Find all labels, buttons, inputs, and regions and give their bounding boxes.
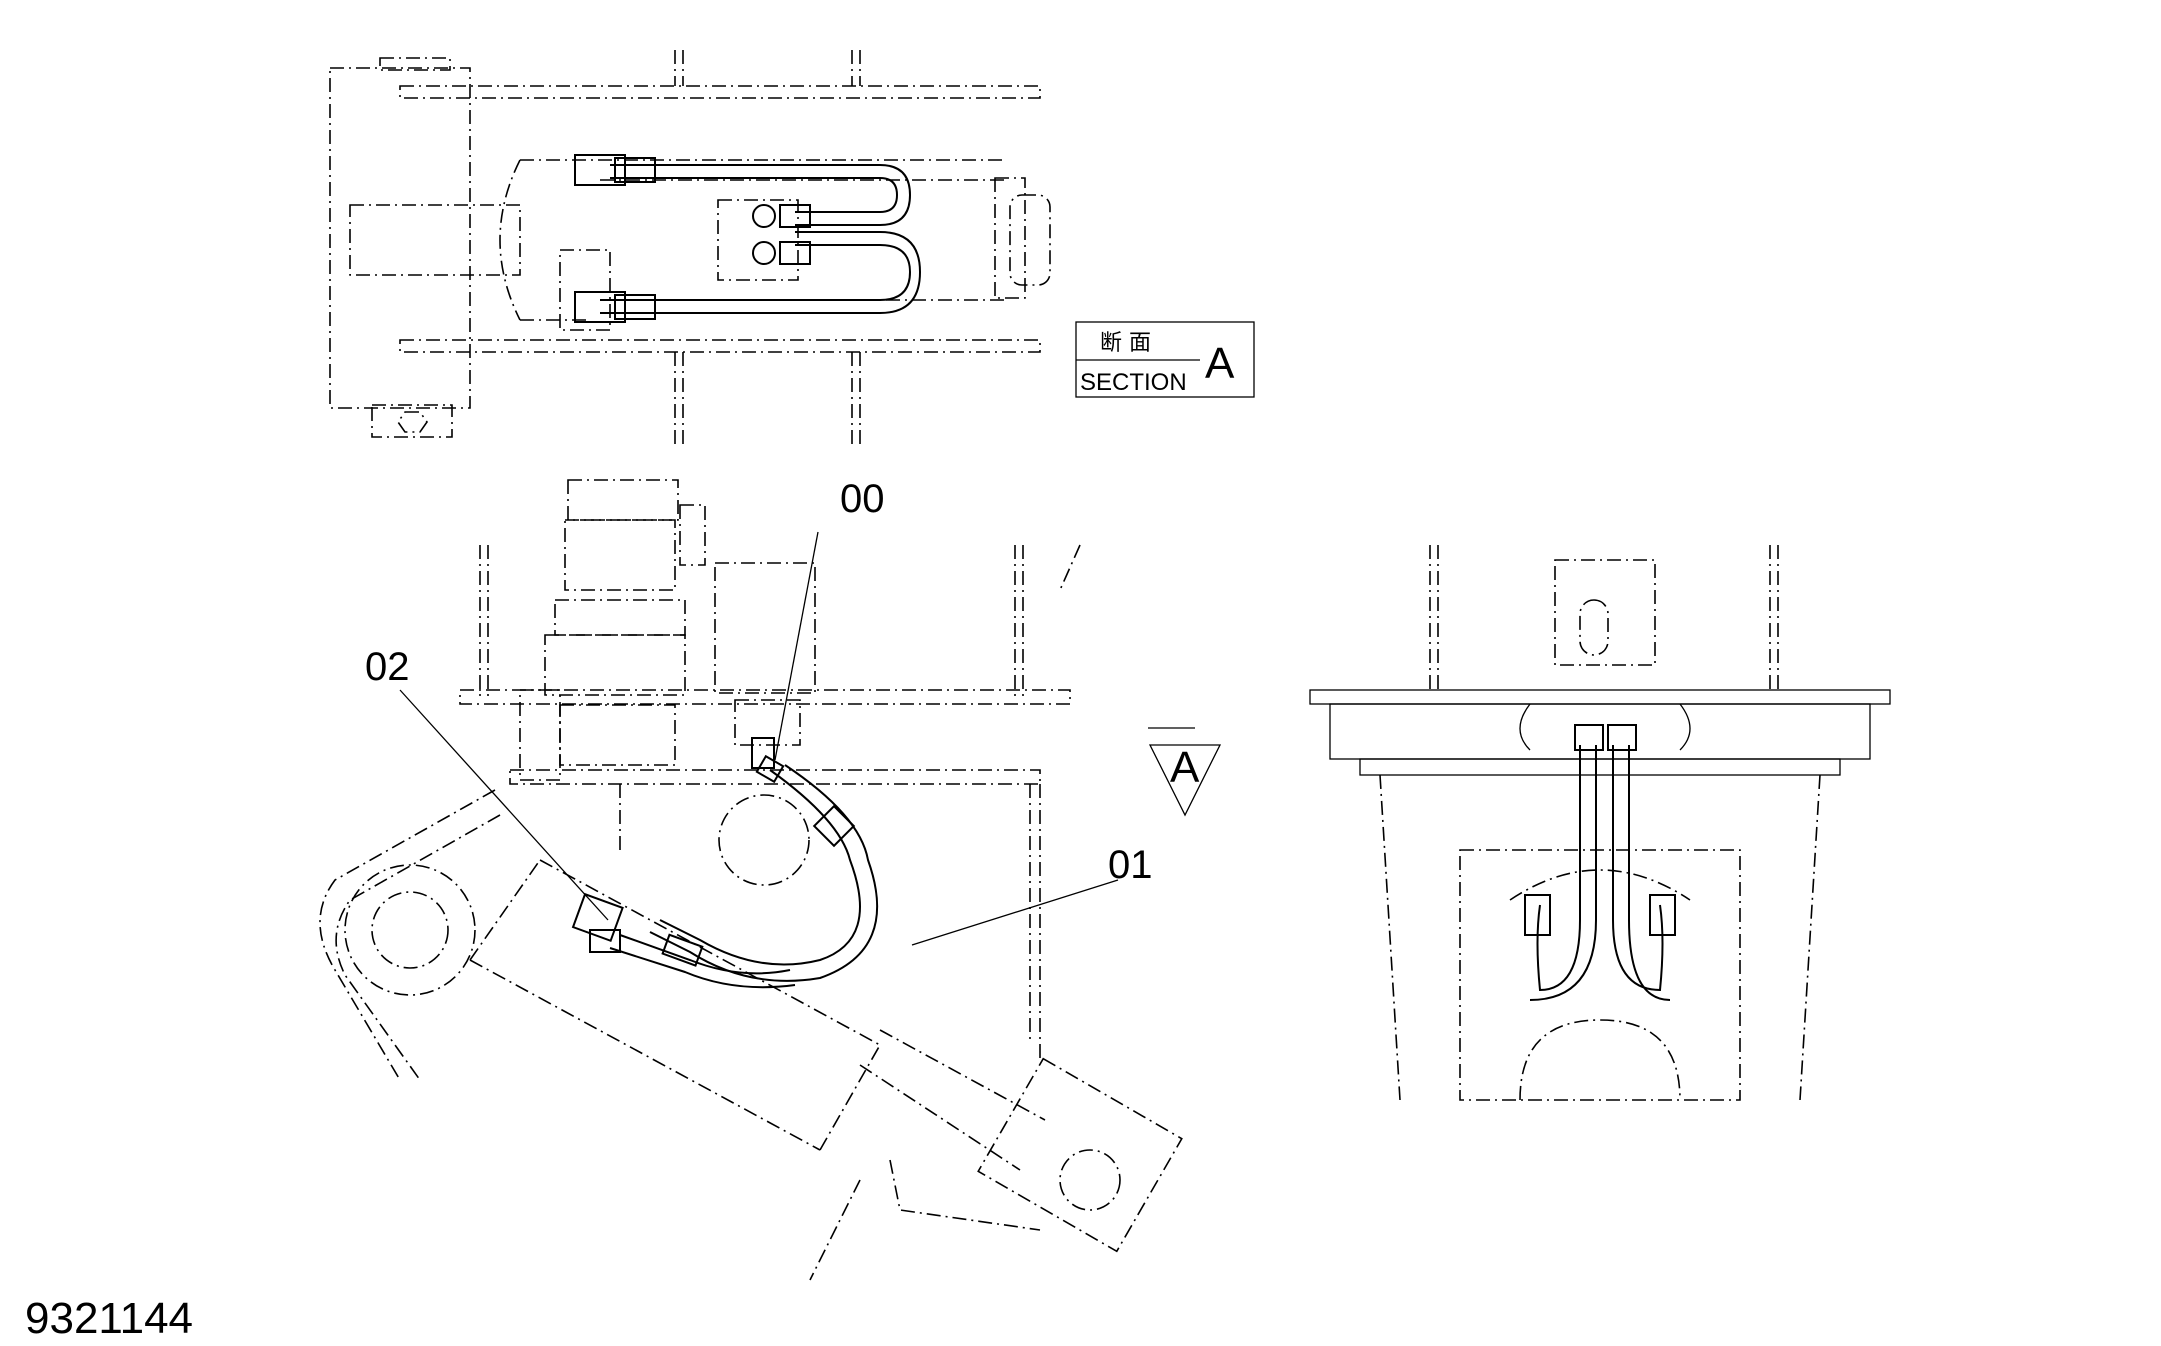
section-label-jp: 断 面 [1100, 331, 1151, 356]
section-a-label-box: 断 面 SECTION A [1075, 321, 1255, 398]
front-view-a [1309, 545, 1891, 1101]
side-view [319, 479, 1183, 1281]
callout-01: 01 [1108, 843, 1153, 887]
view-arrow-letter: A [1170, 743, 1200, 792]
section-label-en: SECTION [1080, 369, 1187, 396]
callout-00: 00 [840, 477, 885, 521]
view-arrow-a: A [1148, 727, 1222, 817]
section-letter: A [1205, 339, 1235, 388]
section-a-top-view [329, 50, 1051, 445]
callout-leaders [399, 531, 1119, 946]
drawing-number: 9321144 [25, 1294, 193, 1343]
callout-02: 02 [365, 645, 410, 689]
